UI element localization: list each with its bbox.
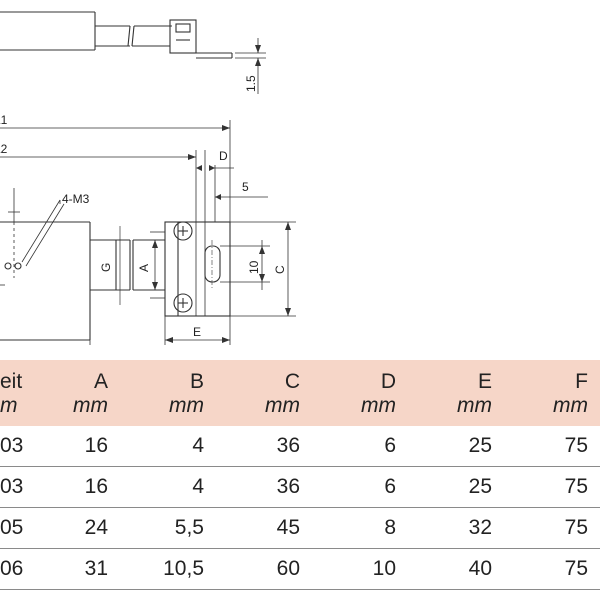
table-cell: 05 — [0, 507, 24, 549]
table-cell: 6 — [312, 466, 408, 508]
dim-10-label: 10 — [247, 260, 261, 274]
table-cell: 25 — [408, 426, 504, 467]
unit-cell: mm — [120, 394, 216, 426]
table-cell: 16 — [24, 466, 120, 508]
table-cell: 4 — [120, 466, 216, 508]
unit-cell: mm — [312, 394, 408, 426]
dim-g-label: G — [99, 263, 113, 272]
unit-cell: mm — [24, 394, 120, 426]
table-row: 05 24 5,5 45 8 32 75 — [0, 507, 600, 549]
unit-cell: mm — [216, 394, 312, 426]
dim-5-label: 5 — [242, 180, 249, 194]
dim-thread-label: 4-M3 — [62, 192, 90, 206]
top-view — [0, 11, 266, 94]
table-unit-row: m mm mm mm mm mm mm — [0, 394, 600, 426]
table-row: 06 31 10,5 60 10 40 75 — [0, 548, 600, 590]
header-cell: D — [312, 360, 408, 394]
header-cell: A — [24, 360, 120, 394]
table-cell: 75 — [504, 426, 600, 467]
table-cell: 45 — [216, 507, 312, 549]
table-cell: 8 — [312, 507, 408, 549]
unit-cell: mm — [408, 394, 504, 426]
unit-cell: mm — [504, 394, 600, 426]
header-cell: F — [504, 360, 600, 394]
header-cell: C — [216, 360, 312, 394]
table-header-row: eit A B C D E F — [0, 360, 600, 394]
table-cell: 06 — [0, 548, 24, 590]
table-cell: 75 — [504, 548, 600, 590]
header-cell: B — [120, 360, 216, 394]
table-row: 03 16 4 36 6 25 75 — [0, 466, 600, 508]
table-cell: 24 — [24, 507, 120, 549]
dim-c-label: C — [273, 265, 287, 274]
table-cell: 36 — [216, 466, 312, 508]
table-cell: 4 — [120, 426, 216, 467]
table-cell: 36 — [216, 426, 312, 467]
table-cell: 60 — [216, 548, 312, 590]
table-cell: 03 — [0, 466, 24, 508]
table-cell: 32 — [408, 507, 504, 549]
table-cell: 25 — [408, 466, 504, 508]
dim-d-label: D — [219, 149, 228, 163]
table-cell: 31 — [24, 548, 120, 590]
table-cell: 03 — [0, 426, 24, 467]
dimension-table: eit A B C D E F m mm mm mm mm mm mm 03 1… — [0, 360, 600, 590]
table-cell: 16 — [24, 426, 120, 467]
dim-l1-label: L1 — [0, 113, 8, 127]
table-cell: 5,5 — [120, 507, 216, 549]
dim-top-label: 1.5 — [244, 75, 258, 92]
dim-a-label: A — [137, 264, 151, 272]
dim-e-label: E — [193, 325, 201, 339]
dim-l2-label: L2 — [0, 142, 8, 156]
side-view — [0, 188, 296, 345]
table-cell: 40 — [408, 548, 504, 590]
table-cell: 75 — [504, 507, 600, 549]
table-cell: 10,5 — [120, 548, 216, 590]
header-cell: eit — [0, 360, 24, 394]
table-cell: 75 — [504, 466, 600, 508]
table-cell: 6 — [312, 426, 408, 467]
header-cell: E — [408, 360, 504, 394]
unit-cell: m — [0, 394, 24, 426]
technical-drawing: 1.5 L1 L2 D 5 4-M3 G A 10 C E — [0, 11, 296, 345]
table-row: 03 16 4 36 6 25 75 — [0, 426, 600, 467]
table-cell: 10 — [312, 548, 408, 590]
